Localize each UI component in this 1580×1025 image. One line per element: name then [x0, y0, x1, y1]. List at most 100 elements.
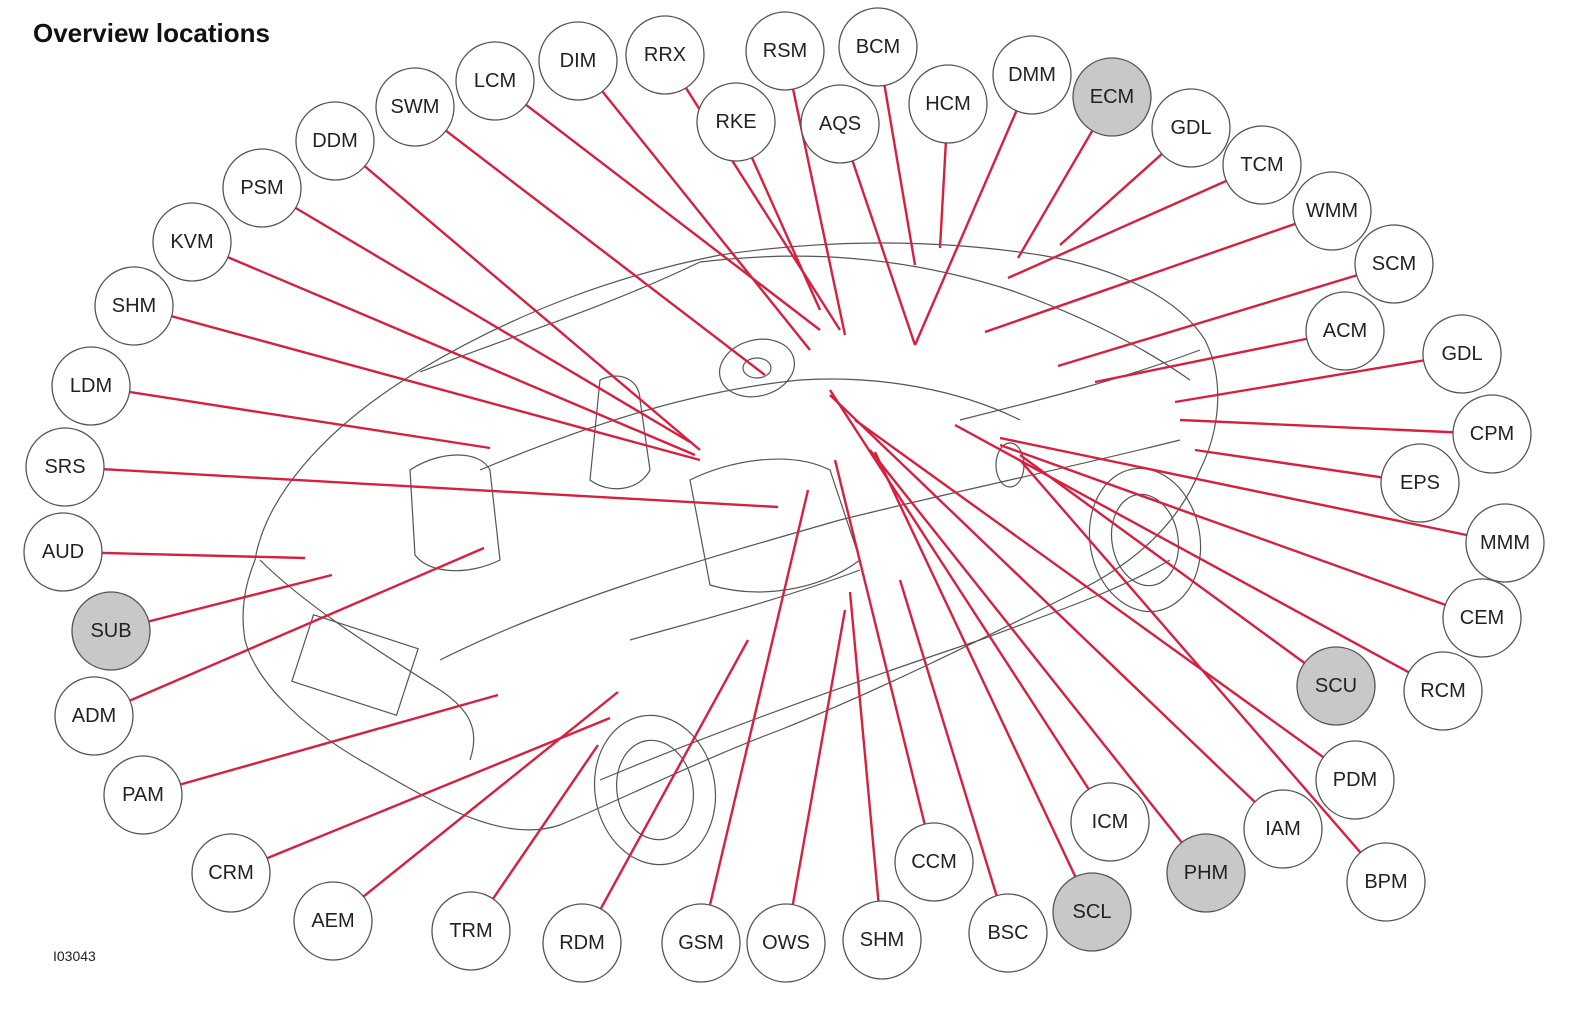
module-bubble-aem-40: AEM: [293, 881, 373, 961]
module-bubble-rrx-2: RRX: [625, 15, 705, 95]
bubble-circle: [1292, 171, 1372, 251]
module-label: ADM: [72, 705, 116, 727]
beltline: [439, 439, 1181, 661]
module-label: ECM: [1090, 86, 1134, 108]
module-label: CRM: [208, 862, 254, 884]
module-label: RRX: [644, 44, 686, 66]
module-label: ACM: [1323, 320, 1367, 342]
bubble-circle: [542, 903, 622, 983]
bubble-circle: [103, 755, 183, 835]
module-bubble-iam-35: IAM: [1243, 789, 1323, 869]
module-label: SCM: [1372, 253, 1416, 275]
steering-wheel-hub: [742, 357, 772, 379]
diagram-title: Overview locations: [33, 18, 270, 48]
leader-line-lcm-0: [494, 80, 821, 331]
module-bubble-pdm-33: PDM: [1315, 740, 1395, 820]
module-label: SCL: [1073, 901, 1112, 923]
module-bubble-srs-23: SRS: [25, 427, 105, 507]
module-label: BSC: [987, 922, 1028, 944]
module-bubble-scu-30: SCU: [1296, 646, 1376, 726]
bubble-circle: [455, 41, 535, 121]
module-bubble-rcm-31: RCM: [1403, 651, 1483, 731]
bubble-circle: [538, 21, 618, 101]
module-bubble-sub-27: SUB: [71, 591, 151, 671]
module-label: AUD: [42, 541, 84, 563]
module-label: DIM: [560, 50, 597, 72]
module-label: PDM: [1333, 769, 1377, 791]
module-bubble-pam-32: PAM: [103, 755, 183, 835]
bubble-circle: [838, 7, 918, 87]
bubble-circle: [191, 833, 271, 913]
bubble-circle: [1166, 833, 1246, 913]
module-bubble-mmm-26: MMM: [1465, 503, 1545, 583]
bubble-circle: [51, 346, 131, 426]
module-bubble-gdl-11: GDL: [1151, 88, 1231, 168]
module-label: SHM: [860, 929, 904, 951]
bubble-circle: [1346, 842, 1426, 922]
bubble-circle: [800, 84, 880, 164]
bubble-circle: [968, 893, 1048, 973]
leader-line-aud-25: [62, 550, 306, 560]
leader-line-bsc-42: [898, 579, 1010, 934]
leader-line-cem-28: [999, 443, 1483, 620]
leader-line-phm-38: [869, 449, 1207, 874]
bubble-circle: [1072, 57, 1152, 137]
module-bubble-shm-18: SHM: [94, 266, 174, 346]
module-label: SRS: [44, 456, 85, 478]
leader-line-tcm-13: [1007, 163, 1263, 280]
module-bubble-ecm-6: ECM: [1072, 57, 1152, 137]
bubble-circle: [1422, 314, 1502, 394]
module-label: PAM: [122, 784, 164, 806]
module-bubble-scl-41: SCL: [1052, 872, 1132, 952]
module-label: PHM: [1184, 862, 1228, 884]
module-label: OWS: [762, 932, 810, 954]
bubble-circle: [625, 15, 705, 95]
module-bubble-shm-47: SHM: [842, 900, 922, 980]
module-label: GDL: [1170, 117, 1211, 139]
leader-line-mmm-26: [999, 436, 1506, 545]
bubble-circle: [1296, 646, 1376, 726]
bubble-circle: [842, 900, 922, 980]
bubble-circle: [696, 82, 776, 162]
module-bubble-aqs-9: AQS: [800, 84, 880, 164]
front-wheel-inner: [1110, 493, 1180, 587]
bubble-circle: [375, 67, 455, 147]
bubble-circle: [1380, 443, 1460, 523]
module-bubble-lcm-0: LCM: [455, 41, 535, 121]
bubble-circle: [1452, 394, 1532, 474]
module-bubble-hcm-10: HCM: [908, 64, 988, 144]
module-label: AQS: [819, 113, 861, 135]
module-bubble-ows-46: OWS: [746, 903, 826, 983]
module-bubble-gdl-20: GDL: [1422, 314, 1502, 394]
leader-line-ddm-12: [334, 140, 701, 451]
module-bubble-bsc-42: BSC: [968, 893, 1048, 973]
car-body-outline: [242, 242, 1219, 831]
bubble-circle: [1315, 740, 1395, 820]
leader-line-scm-17: [1057, 262, 1395, 368]
module-bubble-swm-7: SWM: [375, 67, 455, 147]
module-bubble-cem-28: CEM: [1442, 578, 1522, 658]
module-label: RKE: [715, 111, 756, 133]
bubble-circle: [745, 11, 825, 91]
car-outline-drawing: [242, 242, 1219, 866]
bubble-circle: [1070, 782, 1150, 862]
module-bubble-ddm-12: DDM: [295, 101, 375, 181]
module-bubble-acm-19: ACM: [1305, 291, 1385, 371]
bubble-circle: [54, 676, 134, 756]
module-bubble-wmm-15: WMM: [1292, 171, 1372, 251]
leader-line-rsm-3: [783, 50, 847, 336]
front-seat: [589, 375, 651, 490]
module-label: TCM: [1240, 154, 1283, 176]
leader-line-rdm-44: [580, 639, 750, 944]
bubble-circle: [1403, 651, 1483, 731]
leader-line-cpm-22: [1179, 418, 1493, 436]
bubble-circle: [908, 64, 988, 144]
bubble-circle: [222, 148, 302, 228]
module-label: GSM: [678, 932, 724, 954]
roof-line: [419, 261, 701, 373]
bubble-circle: [1305, 291, 1385, 371]
module-bubble-phm-38: PHM: [1166, 833, 1246, 913]
leader-line-gdl-20: [1174, 352, 1463, 404]
